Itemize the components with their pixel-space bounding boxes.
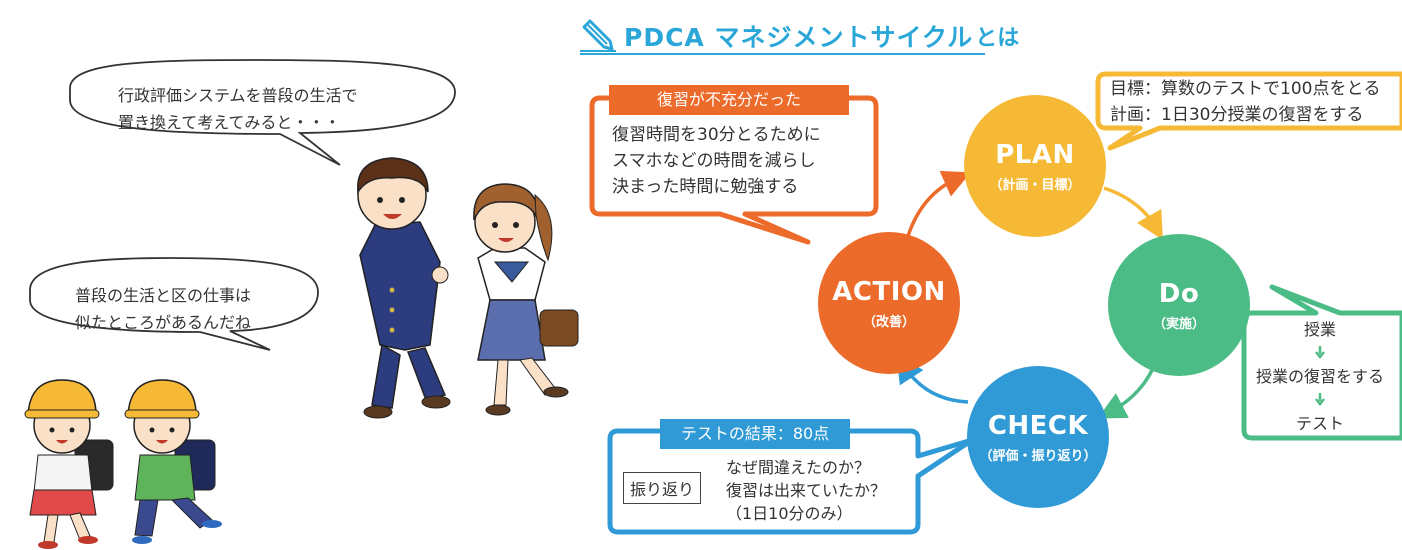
student-boy-illustration [357, 157, 451, 419]
check-line: 復習は出来ていたか？ [726, 481, 887, 500]
check-circle: CHECK （評価・振り返り） [967, 366, 1109, 508]
page-title: PDCA マネジメントサイクル とは [578, 16, 1019, 56]
do-item: 授業 [1303, 320, 1336, 339]
speech-top-line: 置き換えて考えてみると・・・ [118, 113, 341, 132]
speech-balloon-top [69, 59, 456, 166]
action-line: スマホなどの時間を減らし [612, 151, 816, 171]
action-box-label: 復習が不充分だった [609, 85, 849, 115]
plan-box-frame [1095, 71, 1402, 151]
speech-balloon-bottom [29, 257, 319, 351]
check-box-frame [607, 428, 975, 535]
do-arrow-1-icon [1315, 346, 1325, 360]
action-sub: （改善） [862, 314, 915, 330]
student-girl-illustration [473, 183, 579, 416]
speech-bottom-text: 普段の生活と区の仕事は 似たところがあるんだね [75, 282, 251, 336]
check-box-text: なぜ間違えたのか？ 復習は出来ていたか？ （1日10分のみ） [726, 456, 886, 525]
plan-plan-line: 計画：1日30分授業の復習をする [1110, 105, 1364, 125]
check-line: （1日10分のみ） [726, 504, 853, 523]
do-circle: Do （実施） [1108, 234, 1250, 376]
plan-circle: PLAN （計画・目標） [964, 95, 1106, 237]
do-arrow-2-icon [1315, 393, 1325, 407]
do-spacer [1250, 341, 1390, 365]
speech-bottom-line: 似たところがあるんだね [75, 313, 252, 332]
action-line: 決まった時間に勉強する [612, 177, 799, 197]
do-sub: （実施） [1152, 316, 1205, 332]
child-girl-illustration [24, 379, 114, 549]
arrow-action-to-plan [906, 170, 971, 237]
arrow-plan-to-do [1103, 186, 1163, 241]
check-line: なぜ間違えたのか？ [726, 458, 871, 477]
plan-box-text: 目標：算数のテストで100点をとる 計画：1日30分授業の復習をする [1110, 76, 1380, 128]
speech-top-line: 行政評価システムを普段の生活で [118, 86, 358, 105]
do-item: テスト [1295, 414, 1344, 433]
action-label: ACTION [832, 276, 946, 307]
furikaeri-tag: 振り返り [623, 472, 702, 504]
action-circle: ACTION （改善） [818, 232, 960, 374]
child-boy-illustration [124, 379, 222, 544]
pencil-icon [580, 19, 616, 52]
action-box-frame [589, 95, 879, 245]
plan-label: PLAN [995, 139, 1075, 170]
check-box-label: テストの結果：80点 [660, 419, 850, 449]
speech-top-text: 行政評価システムを普段の生活で 置き換えて考えてみると・・・ [118, 82, 358, 136]
plan-sub: （計画・目標） [989, 177, 1081, 193]
title-underline [580, 53, 985, 55]
action-line: 復習時間を30分とるために [612, 125, 821, 145]
do-box-text: 授業 授業の復習をする テスト [1250, 318, 1390, 435]
title-main: PDCA マネジメントサイクル [624, 23, 974, 52]
action-box-text: 復習時間を30分とるために スマホなどの時間を減らし 決まった時間に勉強する [612, 122, 821, 200]
plan-goal-line: 目標：算数のテストで100点をとる [1110, 79, 1381, 99]
speech-bottom-line: 普段の生活と区の仕事は [75, 286, 252, 305]
do-spacer [1250, 388, 1390, 412]
do-item: 授業の復習をする [1255, 367, 1384, 386]
do-label: Do [1158, 278, 1200, 309]
title-suffix: とは [975, 26, 1020, 51]
arrow-check-to-action [896, 354, 969, 404]
check-sub: （評価・振り返り） [979, 448, 1097, 464]
check-label: CHECK [987, 410, 1089, 441]
